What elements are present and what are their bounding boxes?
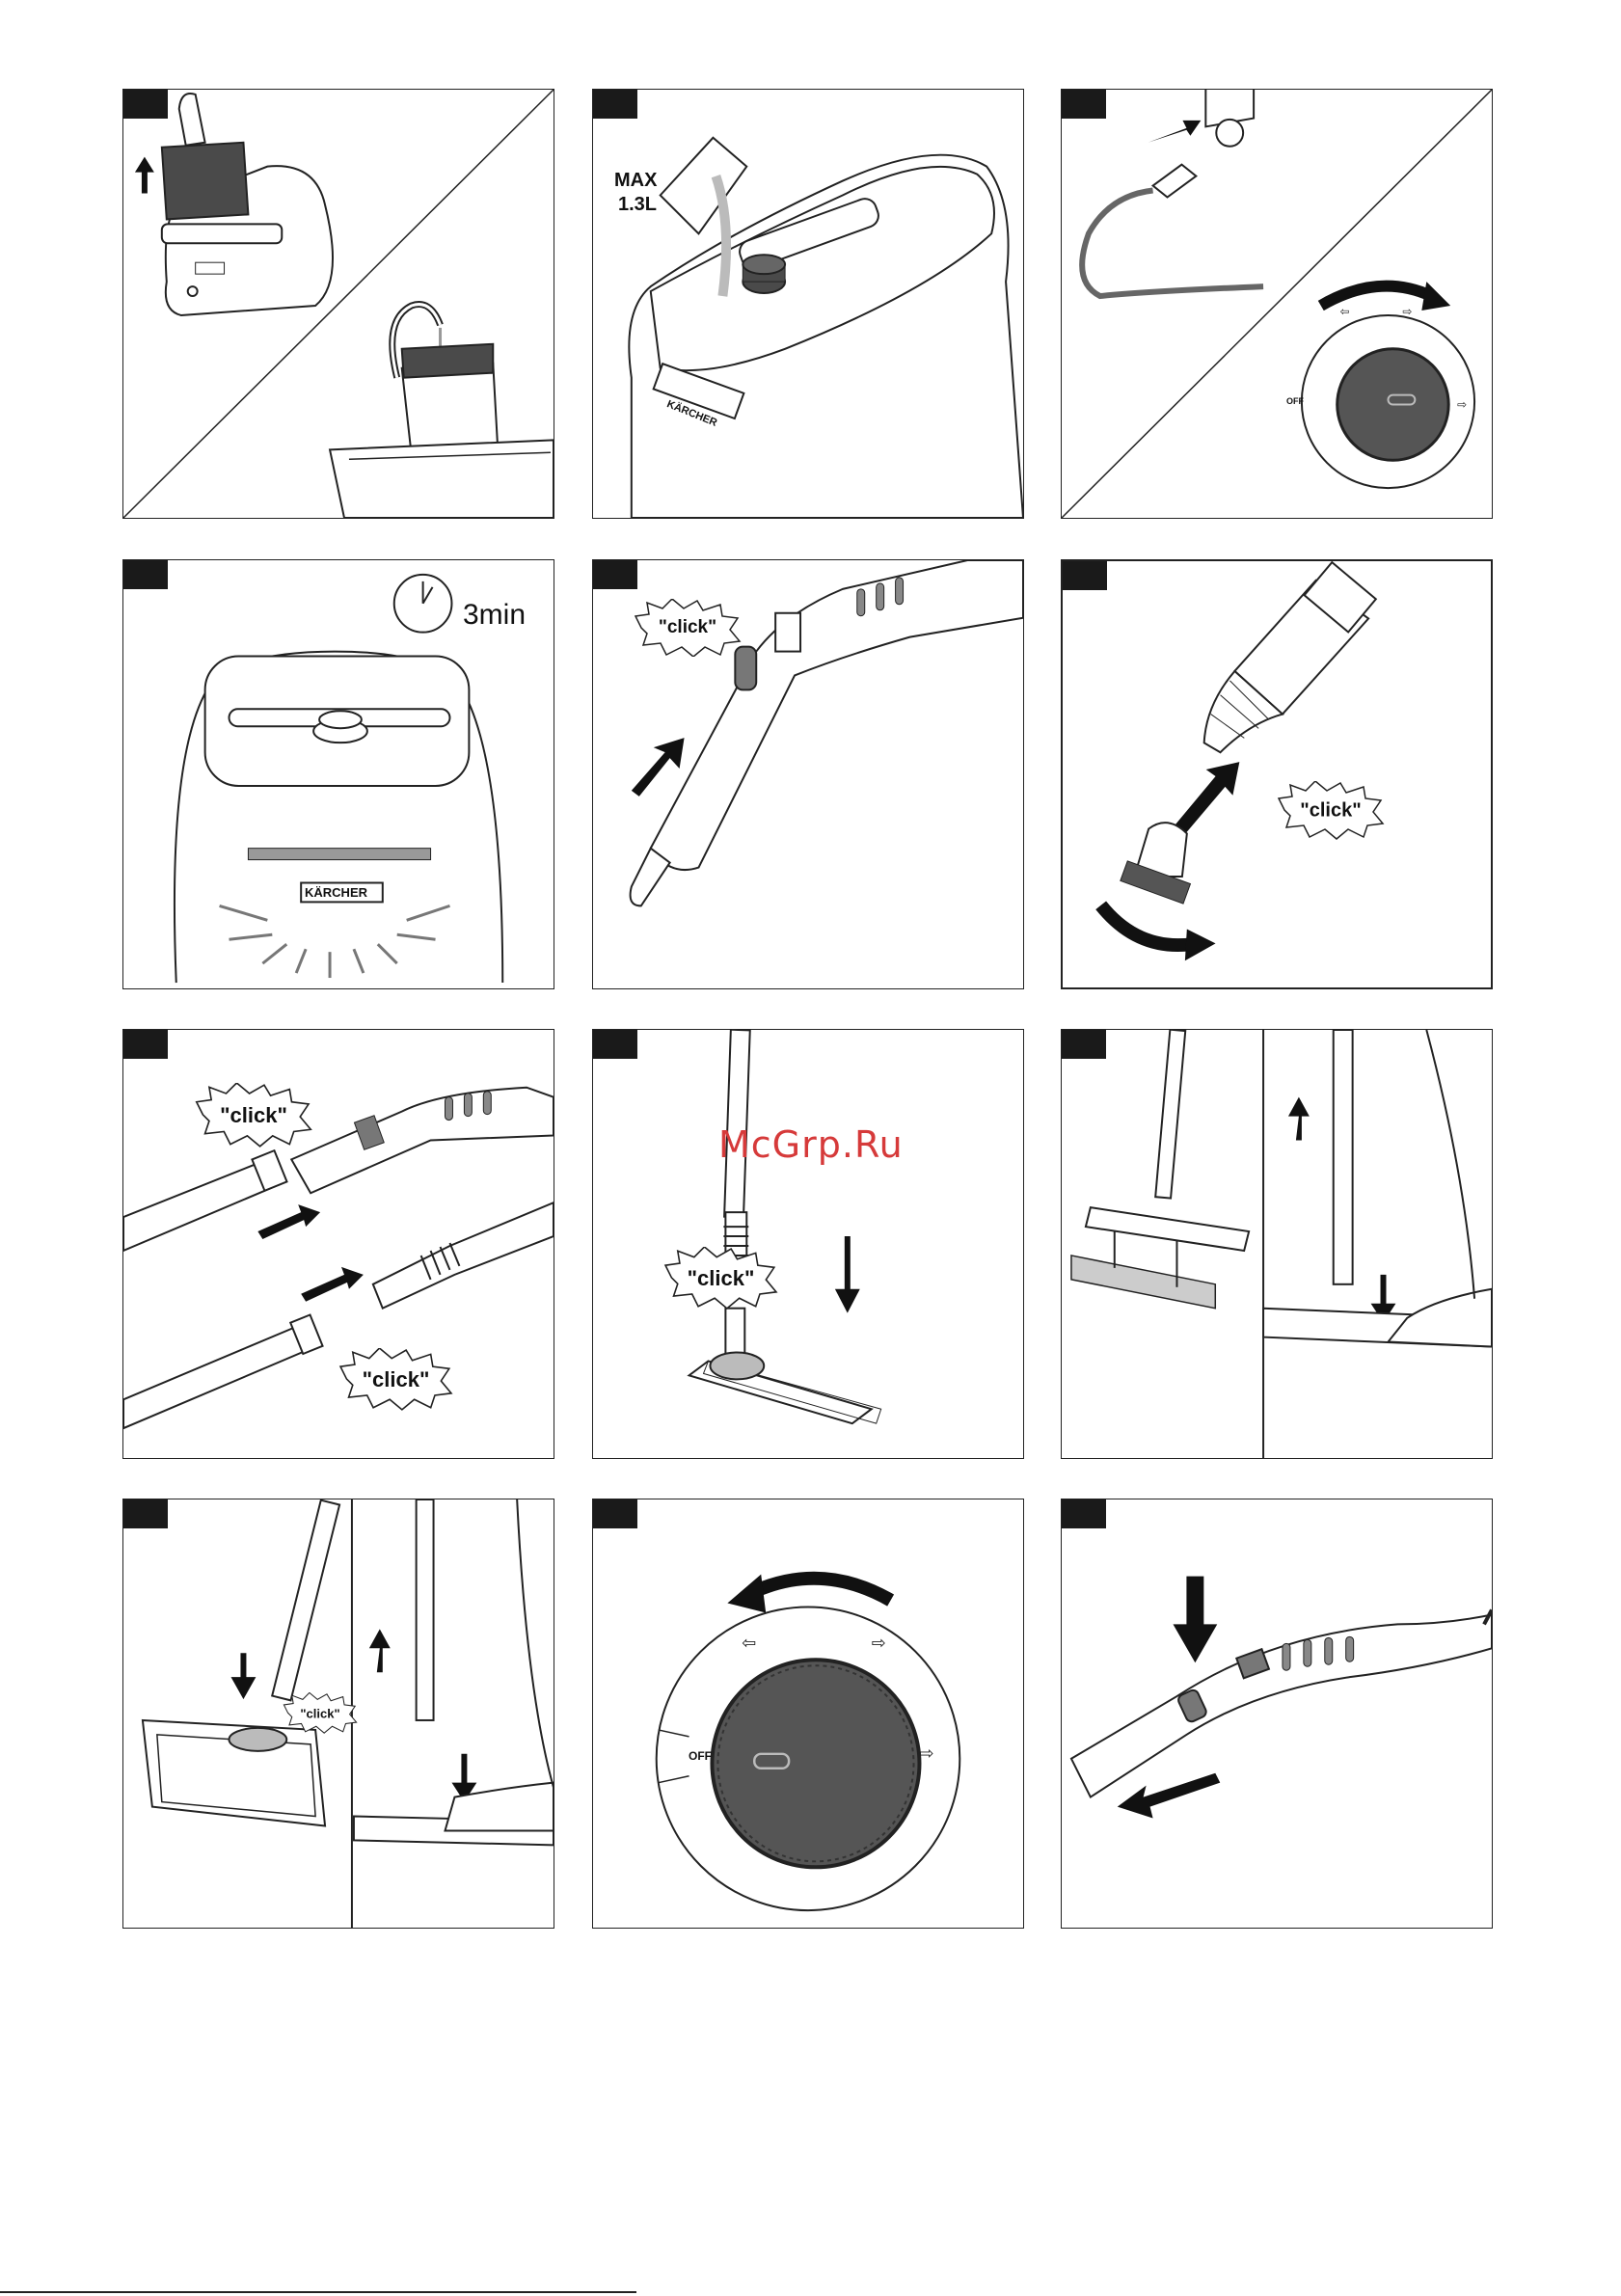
step-panel-1: [122, 89, 554, 519]
tank-removal-illustration: [123, 90, 554, 518]
release-button-illustration: [1062, 1499, 1492, 1928]
svg-text:⇨: ⇨: [919, 1743, 933, 1764]
click-text: "click": [661, 1266, 781, 1291]
footer-divider: [0, 2291, 636, 2293]
click-text: "click": [283, 1707, 358, 1721]
step-panel-2: MAX 1.3L KÄRCHER: [592, 89, 1024, 519]
watermark: McGrp.Ru: [718, 1123, 904, 1166]
off-label: OFF: [1286, 396, 1304, 406]
brand-label: KÄRCHER: [305, 885, 367, 900]
click-bubble-top: "click": [191, 1083, 316, 1148]
step-panel-11: ⇦ ⇨ ⇨ OFF: [592, 1499, 1024, 1929]
svg-text:⇨: ⇨: [872, 1633, 886, 1653]
volume-label: 1.3L: [618, 194, 657, 216]
click-text: "click": [336, 1367, 456, 1392]
dial-turn-illustration: ⇦ ⇨ ⇨: [593, 1499, 1023, 1928]
svg-text:⇨: ⇨: [1402, 305, 1412, 318]
step-panel-9: [1061, 1029, 1493, 1459]
click-text: "click": [1277, 800, 1385, 823]
click-bubble-bottom: "click": [336, 1348, 456, 1412]
click-bubble: "click": [661, 1247, 781, 1310]
click-text: "click": [191, 1103, 316, 1128]
time-label: 3min: [463, 599, 526, 632]
step-panel-4: 3min KÄRCHER: [122, 559, 554, 989]
svg-text:⇨: ⇨: [1457, 398, 1467, 412]
fill-water-illustration: [593, 90, 1023, 518]
max-label: MAX: [614, 170, 657, 192]
step-panel-6: "click": [1061, 559, 1493, 989]
cloth-attach-illustration: [1062, 1030, 1492, 1458]
brush-attach-illustration: [1063, 561, 1491, 987]
step-panel-12: [1061, 1499, 1493, 1929]
plug-and-dial-illustration: ⇦ ⇨ ⇨: [1062, 90, 1492, 518]
svg-text:⇦: ⇦: [742, 1633, 756, 1653]
attach-floor-head-illustration: [593, 1030, 1023, 1458]
click-text: "click": [634, 617, 742, 638]
off-label: OFF: [689, 1749, 712, 1763]
click-bubble: "click": [1277, 781, 1385, 841]
step-panel-8: "click": [592, 1029, 1024, 1459]
step-panel-3: ⇦ ⇨ ⇨ OFF: [1061, 89, 1493, 519]
click-bubble: "click": [283, 1692, 358, 1735]
step-panel-5: "click": [592, 559, 1024, 989]
svg-text:⇦: ⇦: [1340, 305, 1350, 318]
step-panel-10: "click": [122, 1499, 554, 1929]
step-panel-7: "click" "click": [122, 1029, 554, 1459]
click-bubble: "click": [634, 599, 742, 657]
